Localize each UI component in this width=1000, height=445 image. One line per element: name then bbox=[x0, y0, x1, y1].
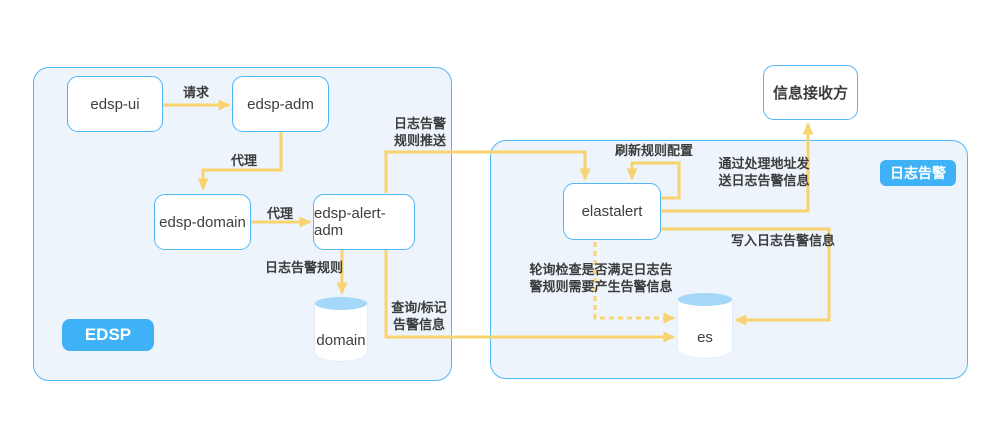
node-edsp-domain: edsp-domain bbox=[154, 194, 251, 250]
node-message-receiver-label: 信息接收方 bbox=[772, 85, 848, 102]
edge-label-send-via-handler: 通过处理地址发 送日志告警信息 bbox=[718, 156, 810, 188]
node-edsp-adm: edsp-adm bbox=[232, 76, 329, 132]
domain-database-label: domain bbox=[316, 332, 366, 349]
node-edsp-ui-label: edsp-ui bbox=[90, 95, 140, 113]
es-database-label: es bbox=[697, 329, 713, 346]
edge-label-log-alert-rule: 日志告警规则 bbox=[264, 260, 344, 275]
log-alert-badge-label: 日志告警 bbox=[890, 165, 946, 181]
node-edsp-alert-adm: edsp-alert-adm bbox=[313, 194, 415, 250]
edge-label-proxy-to-alert-adm: 代理 bbox=[266, 206, 294, 221]
edge-label-rule-push: 日志告警 规则推送 bbox=[393, 116, 447, 148]
es-database: es bbox=[678, 293, 732, 358]
domain-database-body bbox=[315, 303, 367, 361]
node-message-receiver: 信息接收方 bbox=[763, 65, 858, 120]
domain-database-top-ellipse bbox=[315, 297, 367, 310]
node-edsp-domain-label: edsp-domain bbox=[159, 213, 246, 231]
es-database-top-ellipse bbox=[678, 293, 732, 306]
edge-label-refresh-rule-config: 刷新规则配置 bbox=[614, 143, 694, 158]
log-alert-badge: 日志告警 bbox=[880, 160, 956, 186]
node-elastalert: elastalert bbox=[563, 183, 661, 240]
edsp-badge: EDSP bbox=[62, 319, 154, 351]
node-edsp-ui: edsp-ui bbox=[67, 76, 163, 132]
edge-label-write-alert-info: 写入日志告警信息 bbox=[730, 233, 836, 248]
edsp-badge-label: EDSP bbox=[84, 325, 132, 344]
edge-label-poll-check: 轮询检查是否满足日志告 警规则需要产生告警信息 bbox=[529, 262, 673, 294]
edge-label-query-mark: 查询/标记 告警信息 bbox=[391, 300, 447, 332]
edge-label-proxy-to-domain: 代理 bbox=[230, 153, 258, 168]
node-edsp-alert-adm-label: edsp-alert-adm bbox=[314, 205, 386, 239]
edge-label-request: 请求 bbox=[182, 85, 210, 100]
domain-database: domain bbox=[315, 297, 367, 361]
node-elastalert-label: elastalert bbox=[581, 203, 643, 220]
node-edsp-adm-label: edsp-adm bbox=[247, 95, 314, 113]
